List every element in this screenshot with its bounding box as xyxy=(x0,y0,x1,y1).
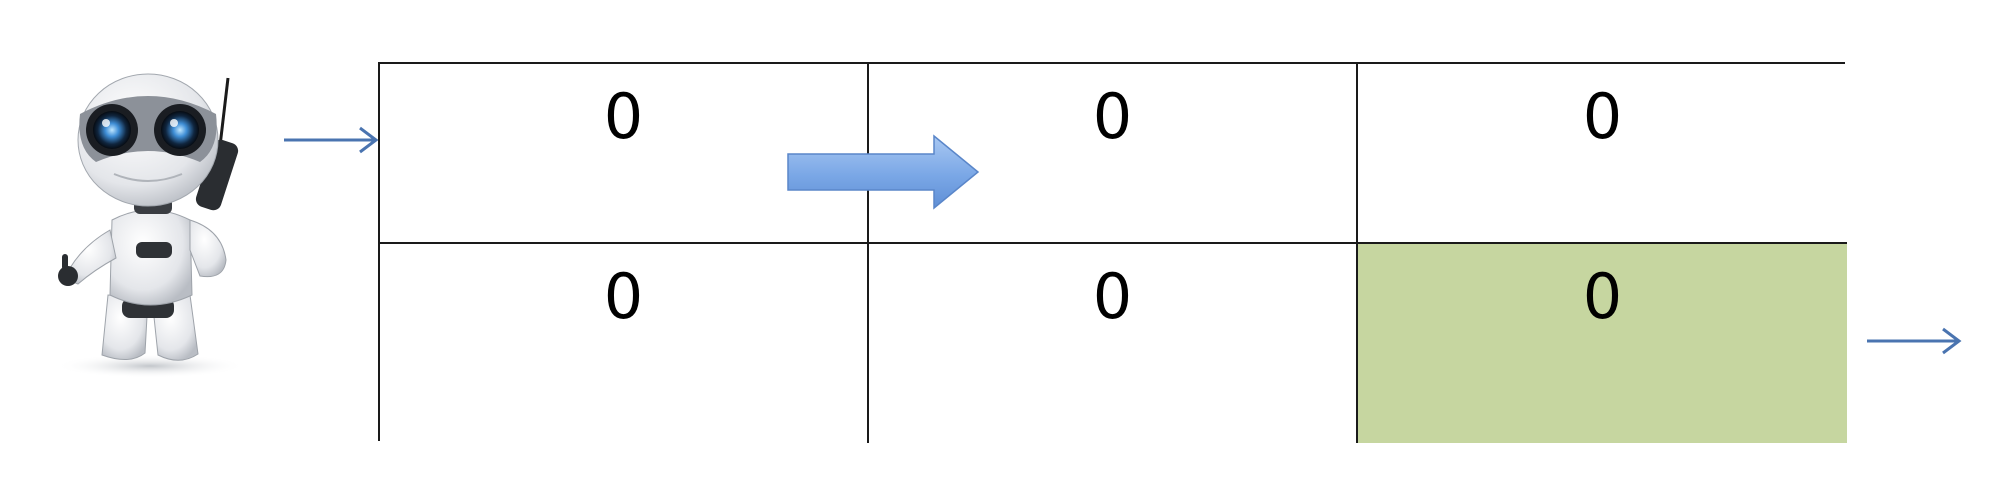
block-arrow-right-icon xyxy=(787,134,980,210)
grid-cell: 0 xyxy=(1358,64,1847,244)
grid-cell: 0 xyxy=(380,244,869,443)
grid-cell: 0 xyxy=(869,244,1358,443)
cell-value: 0 xyxy=(1092,260,1133,333)
cell-value: 0 xyxy=(1582,80,1623,153)
exit-arrow-icon xyxy=(1867,327,1962,355)
state-grid: 0 0 0 0 0 0 xyxy=(378,62,1847,443)
entry-arrow-icon xyxy=(284,126,379,154)
cell-value: 0 xyxy=(603,260,644,333)
cell-value: 0 xyxy=(1582,260,1623,333)
robot-icon xyxy=(55,73,245,378)
cell-value: 0 xyxy=(1092,80,1133,153)
goal-cell: 0 xyxy=(1358,244,1847,443)
cell-value: 0 xyxy=(603,80,644,153)
grid-cell: 0 xyxy=(869,64,1358,244)
